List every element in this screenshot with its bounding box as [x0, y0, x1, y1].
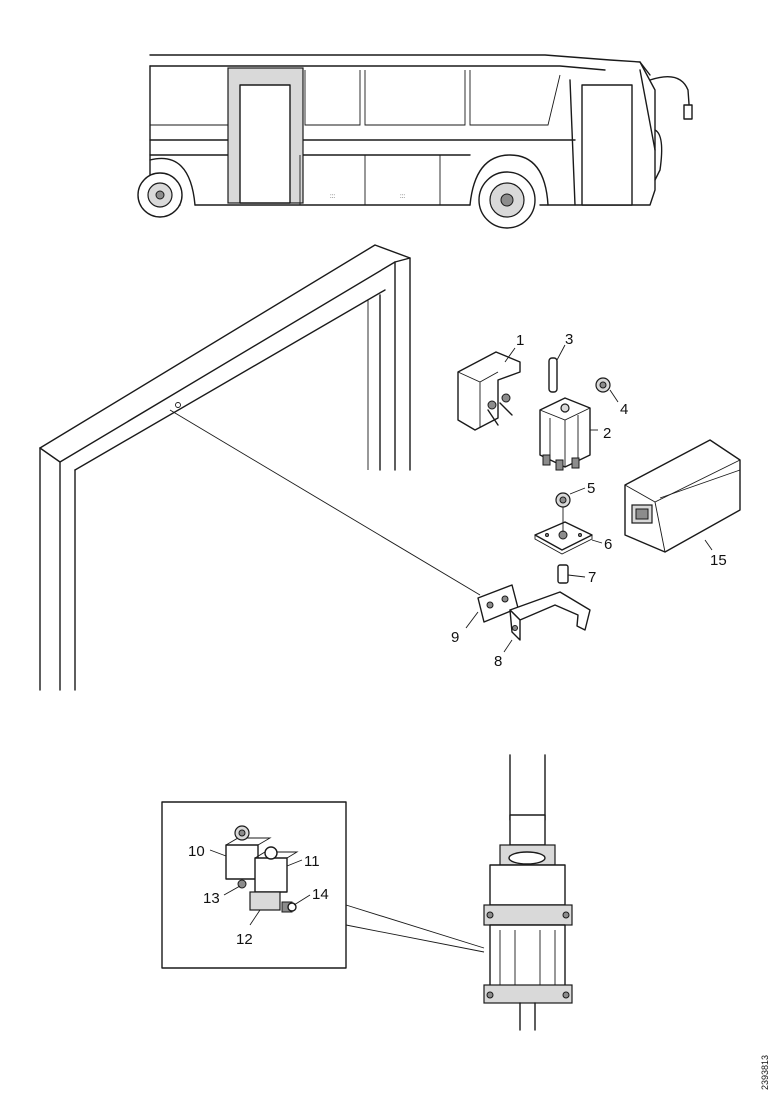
callout-15: 15 [710, 552, 727, 569]
part-3-pin [548, 344, 566, 393]
part-1-bracket [457, 347, 521, 431]
document-number: 2393813 [760, 1055, 770, 1090]
door-frame [39, 244, 481, 691]
bus-illustration: ::: ::: [137, 54, 693, 229]
part-10-coil [225, 844, 259, 880]
callout-1: 1 [516, 332, 524, 349]
detail-leader-top [345, 904, 485, 949]
part-5-nut [555, 487, 586, 508]
callout-4: 4 [620, 401, 628, 418]
svg-text::::: ::: [400, 194, 405, 200]
rear-wheel [137, 157, 196, 218]
part-4-nut [595, 377, 619, 403]
part-15-cover [624, 439, 741, 553]
callout-3: 3 [565, 331, 573, 348]
callout-13: 13 [203, 890, 220, 907]
callout-5: 5 [587, 480, 595, 497]
front-wheel [469, 154, 549, 229]
solenoid-valve-assembly [209, 825, 311, 926]
part-7-spacer [557, 564, 586, 584]
mirror-arm [649, 76, 691, 119]
part-12-valve-body [249, 891, 281, 911]
callout-10: 10 [188, 843, 205, 860]
detail-frame [161, 801, 347, 969]
detail-box [161, 801, 347, 969]
front-door [581, 84, 633, 206]
part-6-plate [534, 507, 603, 555]
part-2-valve [539, 397, 598, 471]
part-11-coil [254, 857, 288, 893]
callout-12: 12 [236, 931, 253, 948]
rear-door [239, 84, 291, 204]
part-8-bracket [503, 591, 591, 653]
part-9-bracket [465, 584, 519, 629]
callout-7: 7 [588, 569, 596, 586]
callout-11: 11 [304, 853, 320, 870]
callout-2: 2 [603, 425, 611, 442]
callout-9: 9 [451, 629, 459, 646]
callout-14: 14 [312, 886, 329, 903]
callout-6: 6 [604, 536, 612, 553]
callout-8: 8 [494, 653, 502, 670]
column-assembly [483, 754, 573, 1031]
svg-text::::: ::: [330, 194, 335, 200]
detail-leader-bottom [345, 924, 485, 953]
